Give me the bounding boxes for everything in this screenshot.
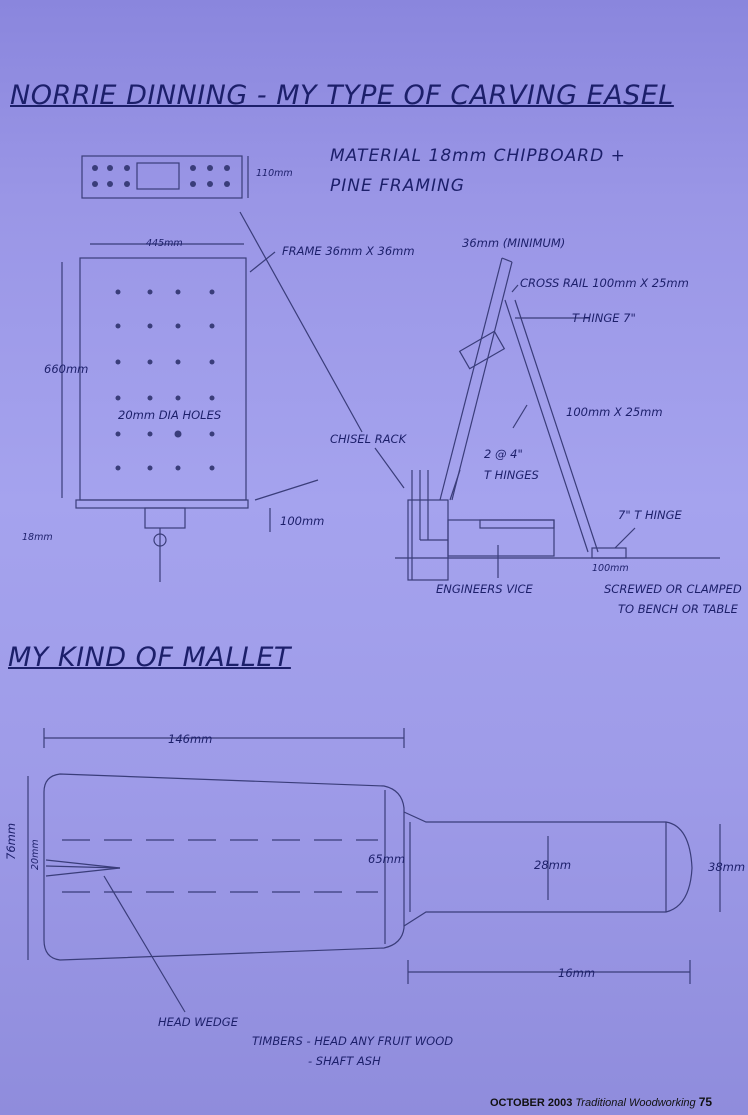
t-hinge-foot-label: 7" T HINGE [618,508,682,522]
chisel-rack-label: CHISEL RACK [330,432,407,446]
shaft-dia-label: 28mm [534,858,572,872]
chisel-rack-top-view [81,155,243,199]
engineers-vice-label: ENGINEERS VICE [436,582,533,596]
shaft-end-label: 38mm [708,860,746,874]
foot-width-label: 100mm [592,563,629,574]
board-thickness-label: 18mm [22,532,53,543]
footer-date: OCTOBER 2003 [490,1097,573,1109]
easel-side-leg [504,299,589,553]
t-hinge-7-label: T HINGE 7" [572,311,636,325]
easel-title: NORRIE DINNING - MY TYPE OF CARVING EASE… [10,80,674,111]
holes-label: 20mm DIA HOLES [118,408,222,422]
material-line-1: MATERIAL 18mm CHIPBOARD + [330,146,626,166]
post-min-label: 36mm (MINIMUM) [462,236,566,250]
wedge-slot-label: 20mm [30,839,41,870]
footer-page-number: 75 [698,1095,713,1109]
footer-publication: Traditional Woodworking [575,1097,696,1109]
head-wedge-label: HEAD WEDGE [158,1015,238,1029]
easel-side-post [439,257,503,501]
t-hinges-qty-label: 2 @ 4" [484,447,523,461]
head-length-label: 146mm [168,732,213,746]
timbers-line-1: TIMBERS - HEAD ANY FRUIT WOOD [252,1034,454,1048]
shaft-length-label: 16mm [558,966,596,980]
material-line-2: PINE FRAMING [330,176,465,196]
screwed-line-1: SCREWED OR CLAMPED [604,582,742,596]
t-hinges-label: T HINGES [484,468,539,482]
frame-label: FRAME 36mm X 36mm [282,244,415,258]
mallet-title: MY KIND OF MALLET [8,642,291,673]
head-height-label: 76mm [4,822,18,860]
cross-rail-label: CROSS RAIL 100mm X 25mm [520,276,689,290]
page-footer: OCTOBER 2003 Traditional Woodworking 75 [490,1095,712,1109]
board-width-label: 445mm [146,238,183,249]
base-height-label: 100mm [280,514,325,528]
mallet-shaft-outline [403,811,693,927]
leg-label: 100mm X 25mm [566,405,663,419]
easel-board-front-view [79,257,247,501]
screwed-line-2: TO BENCH OR TABLE [618,602,738,616]
board-height-label: 660mm [44,362,89,376]
timbers-line-2: - SHAFT ASH [308,1054,381,1068]
head-end-label: 65mm [368,852,406,866]
rack-height-label: 110mm [256,168,293,179]
mallet-head-outline [43,773,405,961]
